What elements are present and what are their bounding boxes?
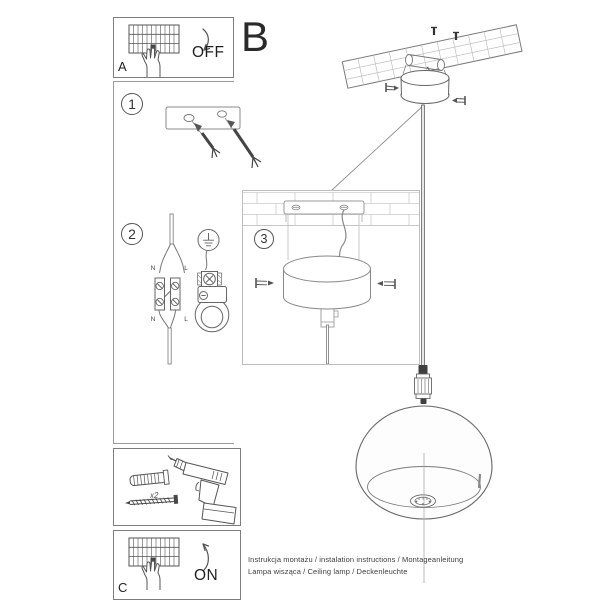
footer-line-2: Lampa wisząca / Ceiling lamp / Deckenleu… [248, 567, 408, 576]
ground-clamp-illustration [194, 271, 230, 333]
wall-plug-icon [129, 469, 170, 487]
ceiling-panel-illustration [341, 24, 523, 89]
canopy-illustration [400, 70, 450, 104]
step-1-digit: 1 [128, 96, 136, 112]
anchor-quantity-label: x2 [149, 491, 159, 500]
canopy-detail [283, 255, 371, 310]
step-2-digit: 2 [128, 226, 136, 242]
mounting-bracket-detail [283, 200, 365, 222]
canopy-bolt-icon [385, 83, 399, 92]
hand-icon [141, 560, 161, 590]
panel-a-label: A [118, 59, 127, 74]
supply-cable [159, 213, 185, 274]
step-3-number: 3 [254, 229, 274, 249]
hand-icon [141, 47, 161, 77]
step-3-detail-box: 3 [242, 190, 420, 365]
panel-a-power-off: OFF A [113, 17, 234, 78]
terminal-block [154, 277, 181, 311]
canopy-bolt-icon [452, 96, 466, 105]
footer-text: Instrukcja montażu / instalation instruc… [248, 554, 463, 578]
screw-icon [125, 494, 179, 506]
step-3-canopy-illustration [243, 192, 419, 364]
wire-label-l-top: L [184, 265, 188, 272]
curved-arrow-up-icon [202, 543, 210, 571]
lamp-cable [158, 309, 176, 365]
wire-label-n-bottom: N [151, 316, 156, 323]
hardware-box: x2 [113, 448, 241, 526]
drill-icon [167, 455, 237, 525]
wire-label-n-top: N [151, 265, 156, 272]
canopy-bolt-icon [255, 278, 274, 288]
lamp-socket [414, 365, 432, 404]
hardware-illustration: x2 [125, 455, 237, 525]
pendant-cable [421, 104, 425, 369]
step-2-wiring-illustration: N L N L [151, 213, 230, 365]
lamp-assembly-illustration [331, 24, 523, 583]
panel-screw-icon [431, 26, 459, 40]
panel-c-label: C [118, 580, 128, 595]
off-label: OFF [192, 44, 225, 61]
canopy-bolt-icon [377, 279, 396, 289]
wire-label-l-bottom: L [184, 316, 188, 323]
fuse-panel-on-illustration [128, 537, 210, 590]
earth-symbol-icon [197, 229, 220, 251]
screw-anchor-icon [191, 120, 221, 159]
rim-shadow [477, 473, 482, 489]
steps-frame [113, 81, 234, 444]
step-1-number: 1 [121, 93, 143, 115]
step-3-digit: 3 [260, 232, 268, 246]
on-label: ON [194, 567, 219, 584]
panel-c-power-on: ON C [113, 530, 241, 600]
detail-leader-line [331, 104, 425, 191]
step-1-bracket-screws-illustration [165, 106, 262, 169]
fuse-panel-off-illustration [128, 24, 211, 77]
canopy-wire-detail [338, 209, 347, 260]
hanging-bracket [402, 54, 448, 78]
curved-arrow-down-icon [202, 28, 211, 51]
section-b-label: B [241, 13, 270, 60]
screw-anchor-icon [224, 117, 262, 169]
footer-line-1: Instrukcja montażu / instalation instruc… [248, 555, 464, 564]
step-2-number: 2 [121, 223, 143, 245]
mounting-bracket [165, 106, 241, 130]
earth-wire [205, 250, 208, 271]
